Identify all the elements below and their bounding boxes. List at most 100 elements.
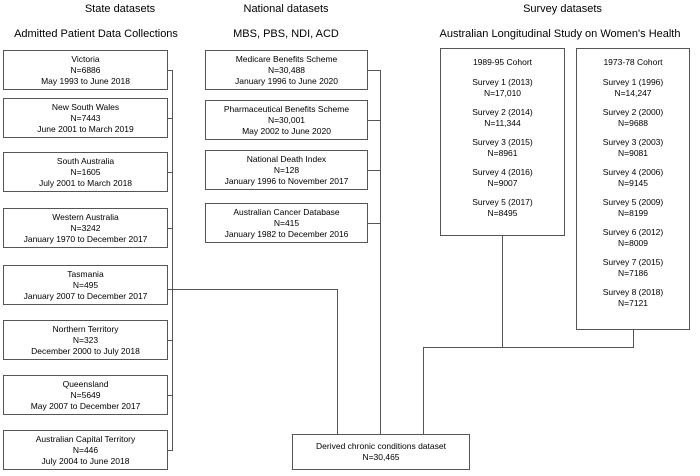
box-title: Australian Capital Territory	[35, 433, 136, 444]
box-count: N=128	[273, 164, 300, 175]
connector-national-pbs	[368, 120, 380, 121]
column-subheader-state: Admitted Patient Data Collections	[14, 28, 178, 40]
box-title: Queensland	[62, 378, 109, 389]
connector-state-nsw	[168, 118, 173, 119]
connector-state-to-derived-horizontal	[172, 289, 338, 290]
national-box-australian-cancer-database[interactable]: Australian Cancer Database N=415 January…	[205, 203, 368, 243]
survey-count: N=8009	[617, 238, 648, 248]
box-count: N=3242	[70, 222, 101, 233]
box-period: January 1970 to December 2017	[23, 233, 148, 244]
connector-cohort2-drop	[633, 330, 634, 347]
box-period: January 1996 to June 2020	[234, 75, 339, 86]
state-box-northern-territory[interactable]: Northern Territory N=323 December 2000 t…	[3, 320, 168, 360]
box-period: January 2007 to December 2017	[23, 290, 148, 301]
connector-state-tas	[168, 289, 173, 290]
cohort-title: 1973-78 Cohort	[603, 57, 663, 67]
connector-state-act	[168, 450, 173, 451]
column-header-survey: Survey datasets	[523, 3, 602, 15]
box-count: N=6886	[70, 64, 101, 75]
survey-entry: Survey 6 (2012) N=8009	[577, 227, 689, 249]
survey-entry: Survey 5 (2017) N=8495	[441, 197, 564, 219]
box-title: Pharmaceutical Benefits Scheme	[223, 103, 350, 114]
survey-label: Survey 1 (2013)	[472, 77, 533, 87]
cohort-title: 1989-95 Cohort	[472, 57, 533, 67]
connector-state-wa	[168, 228, 173, 229]
survey-count: N=11,344	[484, 118, 521, 128]
survey-label: Survey 4 (2016)	[472, 167, 533, 177]
state-box-queensland[interactable]: Queensland N=5649 May 2007 to December 2…	[3, 375, 168, 415]
survey-label: Survey 4 (2006)	[602, 167, 664, 177]
survey-label: Survey 6 (2012)	[602, 227, 664, 237]
state-box-south-australia[interactable]: South Australia N=1605 July 2001 to Marc…	[3, 152, 168, 192]
survey-entry: Survey 7 (2015) N=7186	[577, 257, 689, 279]
connector-state-nt	[168, 340, 173, 341]
survey-count: N=9081	[617, 148, 648, 158]
connector-state-sa	[168, 172, 173, 173]
state-box-new-south-wales[interactable]: New South Wales N=7443 June 2001 to Marc…	[3, 98, 168, 138]
national-box-medicare-benefits-scheme[interactable]: Medicare Benefits Scheme N=30,488 Januar…	[205, 50, 368, 90]
derived-dataset-box[interactable]: Derived chronic conditions dataset N=30,…	[292, 434, 470, 470]
box-period: January 1996 to November 2017	[224, 175, 349, 186]
survey-label: Survey 5 (2009)	[602, 197, 664, 207]
survey-count: N=14,247	[614, 88, 652, 98]
box-period: June 2001 to March 2019	[37, 123, 134, 134]
box-title: Western Australia	[52, 211, 119, 222]
survey-entry: Survey 4 (2016) N=9007	[441, 167, 564, 189]
box-period: May 1993 to June 2018	[41, 75, 130, 86]
survey-entry: Survey 8 (2018) N=7121	[577, 287, 689, 309]
survey-count: N=7186	[617, 268, 648, 278]
survey-count: N=8199	[617, 208, 648, 218]
survey-entry: Survey 3 (2003) N=9081	[577, 137, 689, 159]
box-count: N=446	[72, 444, 99, 455]
state-box-victoria[interactable]: Victoria N=6886 May 1993 to June 2018	[3, 50, 168, 90]
box-period: July 2004 to June 2018	[41, 455, 130, 466]
survey-entry: Survey 2 (2000) N=9688	[577, 107, 689, 129]
connector-national-acd	[368, 223, 380, 224]
survey-count: N=8961	[487, 148, 518, 158]
column-header-national: National datasets	[243, 3, 329, 15]
survey-entry: Survey 1 (1996) N=14,247	[577, 77, 689, 99]
connector-survey-to-derived-vertical	[423, 347, 424, 435]
connector-state-to-derived-vertical	[337, 289, 338, 435]
connector-cohort1-drop	[502, 236, 503, 347]
box-count: N=5649	[70, 389, 101, 400]
box-count: N=30,465	[362, 452, 400, 462]
box-period: May 2002 to June 2020	[242, 125, 331, 136]
box-count: N=1605	[70, 166, 101, 177]
state-box-western-australia[interactable]: Western Australia N=3242 January 1970 to…	[3, 208, 168, 248]
box-title: Northern Territory	[52, 323, 119, 334]
connector-national-ndi	[368, 170, 380, 171]
box-count: N=30,001	[267, 114, 306, 125]
box-title: National Death Index	[246, 153, 327, 164]
survey-label: Survey 3 (2015)	[472, 137, 533, 147]
survey-count: N=9688	[617, 118, 648, 128]
box-count: N=495	[72, 279, 99, 290]
survey-entry: Survey 2 (2014) N=11,344	[441, 107, 564, 129]
survey-label: Survey 2 (2014)	[472, 107, 533, 117]
national-box-pharmaceutical-benefits-scheme[interactable]: Pharmaceutical Benefits Scheme N=30,001 …	[205, 100, 368, 140]
survey-count: N=9145	[617, 178, 648, 188]
connector-state-victoria	[168, 70, 173, 71]
box-title: Medicare Benefits Scheme	[235, 53, 338, 64]
cohort-box-1973-78[interactable]: 1973-78 Cohort Survey 1 (1996) N=14,247 …	[576, 48, 690, 330]
survey-entry: Survey 5 (2009) N=8199	[577, 197, 689, 219]
survey-entry: Survey 1 (2013) N=17,010	[441, 77, 564, 99]
state-box-tasmania[interactable]: Tasmania N=495 January 2007 to December …	[3, 265, 168, 305]
box-period: December 2000 to July 2018	[31, 345, 140, 356]
box-title: New South Wales	[51, 101, 120, 112]
survey-label: Survey 1 (1996)	[602, 77, 664, 87]
box-period: May 2007 to December 2017	[30, 400, 141, 411]
survey-label: Survey 7 (2015)	[602, 257, 664, 267]
box-period: July 2001 to March 2018	[38, 177, 133, 188]
survey-label: Survey 3 (2003)	[602, 137, 664, 147]
state-box-australian-capital-territory[interactable]: Australian Capital Territory N=446 July …	[3, 430, 168, 470]
connector-national-bus	[380, 70, 381, 435]
survey-count: N=9007	[487, 178, 518, 188]
survey-label: Survey 8 (2018)	[602, 287, 664, 297]
cohort-box-1989-95[interactable]: 1989-95 Cohort Survey 1 (2013) N=17,010 …	[440, 48, 565, 236]
box-count: N=30,488	[267, 64, 306, 75]
national-box-national-death-index[interactable]: National Death Index N=128 January 1996 …	[205, 150, 368, 190]
box-title: Tasmania	[67, 268, 104, 279]
column-header-state: State datasets	[84, 3, 156, 15]
